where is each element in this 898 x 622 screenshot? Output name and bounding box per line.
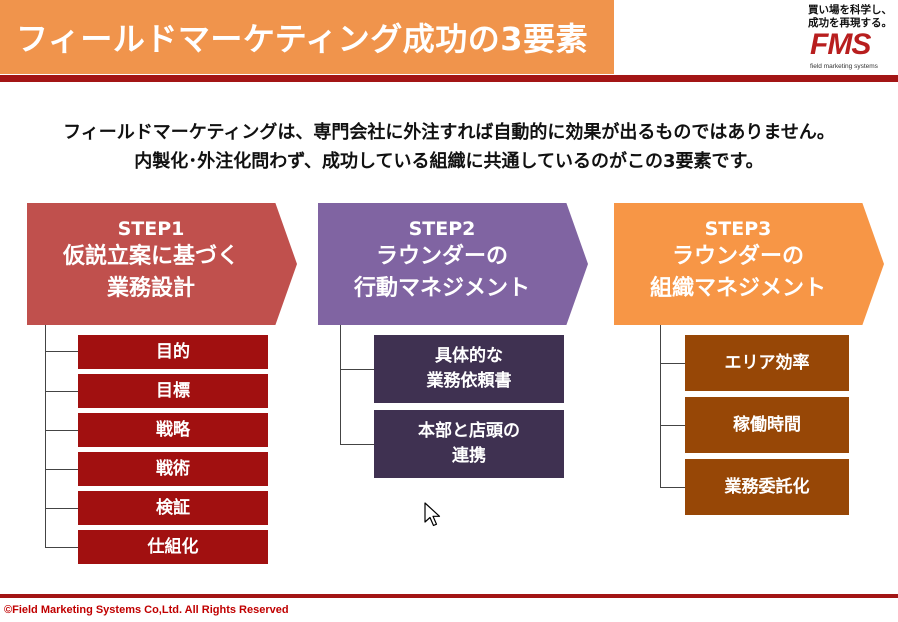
step2-item-box: 具体的な 業務依頼書	[374, 335, 564, 403]
step1-item-label: 戦略	[156, 419, 190, 440]
step2-item-label: 本部と店頭の	[418, 421, 520, 441]
step3-connector	[660, 363, 685, 364]
step3-item-box: 業務委託化	[685, 459, 849, 515]
step1-item-box: 仕組化	[78, 530, 268, 564]
intro-line2: 内製化･外注化問わず、成功している組織に共通しているのがこの3要素です。	[134, 151, 764, 172]
logo-wordmark: FMS	[810, 28, 871, 61]
copyright: ©Field Marketing Systems Co,Ltd. All Rig…	[4, 604, 289, 616]
step3-title-line1: ラウンダーの	[671, 244, 804, 269]
tagline-line2: 成功を再現する。	[808, 17, 892, 29]
step2-label: STEP2	[408, 218, 476, 240]
step1-item-label: 検証	[156, 497, 190, 518]
step1-connector	[45, 508, 78, 509]
step2-item-label: 業務依頼書	[426, 371, 512, 391]
tagline: 買い場を科学し、 成功を再現する。	[808, 4, 896, 30]
step2-tree-line	[340, 325, 341, 444]
step3-item-label: エリア効率	[724, 352, 810, 373]
step2-arrow: STEP2 ラウンダーの 行動マネジメント	[318, 203, 588, 325]
step3-title-line2: 組織マネジメント	[649, 276, 826, 301]
step2-connector	[340, 444, 374, 445]
step2-title-line2: 行動マネジメント	[353, 276, 530, 301]
intro-line1: フィールドマーケティングは、専門会社に外注すれば自動的に効果が出るものではありま…	[63, 122, 835, 143]
step1-item-box: 目標	[78, 374, 268, 408]
step1-item-label: 戦術	[156, 458, 190, 479]
step3-label: STEP3	[704, 218, 772, 240]
intro-text: フィールドマーケティングは、専門会社に外注すれば自動的に効果が出るものではありま…	[0, 118, 898, 176]
step2-item-box: 本部と店頭の 連携	[374, 410, 564, 478]
step2-item-label: 具体的な	[435, 346, 503, 366]
step2-item-label: 連携	[452, 446, 486, 466]
step1-label: STEP1	[117, 218, 185, 240]
mouse-cursor-icon	[424, 502, 441, 527]
slide-title: フィールドマーケティング成功の3要素	[16, 20, 589, 58]
step1-arrow: STEP1 仮説立案に基づく 業務設計	[27, 203, 297, 325]
step1-connector	[45, 351, 78, 352]
step1-connector	[45, 430, 78, 431]
step3-connector	[660, 425, 685, 426]
step3-item-box: エリア効率	[685, 335, 849, 391]
step1-item-box: 目的	[78, 335, 268, 369]
step3-item-label: 業務委託化	[724, 476, 810, 497]
step1-tree-line	[45, 325, 46, 547]
footer-divider	[0, 594, 898, 598]
step1-connector	[45, 469, 78, 470]
step3-item-label: 稼働時間	[733, 414, 801, 435]
step1-connector	[45, 547, 78, 548]
step1-item-box: 検証	[78, 491, 268, 525]
step3-tree-line	[660, 325, 661, 487]
step1-item-box: 戦略	[78, 413, 268, 447]
step1-item-box: 戦術	[78, 452, 268, 486]
header-divider	[0, 75, 898, 82]
header-banner: フィールドマーケティング成功の3要素	[0, 0, 614, 74]
step1-item-label: 仕組化	[147, 536, 199, 557]
step1-item-label: 目標	[156, 380, 190, 401]
step2-title-line1: ラウンダーの	[375, 244, 508, 269]
step1-connector	[45, 391, 78, 392]
logo-subtext: field marketing systems	[810, 63, 878, 70]
step1-title-line2: 業務設計	[106, 276, 195, 301]
tagline-line1: 買い場を科学し、	[808, 4, 892, 16]
step2-connector	[340, 369, 374, 370]
step3-arrow: STEP3 ラウンダーの 組織マネジメント	[614, 203, 884, 325]
step1-item-label: 目的	[156, 341, 190, 362]
step3-connector	[660, 487, 685, 488]
step3-item-box: 稼働時間	[685, 397, 849, 453]
step1-title-line1: 仮説立案に基づく	[62, 244, 239, 269]
company-logo: 買い場を科学し、 成功を再現する。 FMS field marketing sy…	[808, 4, 896, 74]
